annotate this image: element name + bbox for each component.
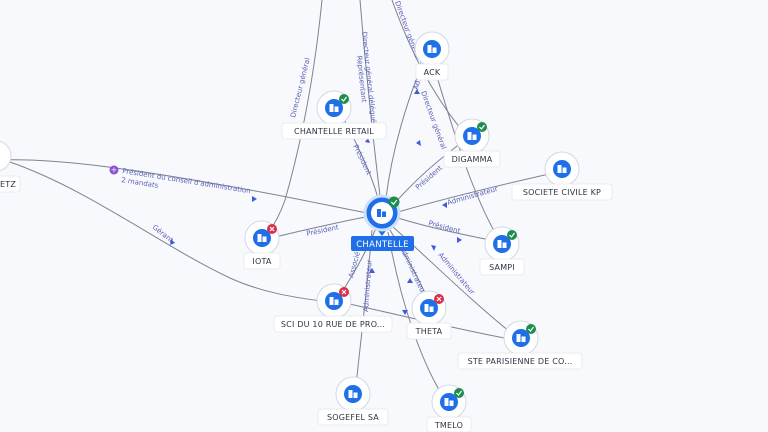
building-icon <box>512 329 530 347</box>
edge-label-associe: Associé <box>347 251 362 279</box>
node-label-ack: ACK <box>424 68 441 77</box>
arrow-6 <box>442 202 447 208</box>
node-label-person: ETZ <box>0 180 16 189</box>
arrow-1 <box>252 196 257 202</box>
building-icon <box>463 127 481 145</box>
node-tmelo[interactable]: TMELO <box>426 384 472 432</box>
arrow-10 <box>365 138 370 143</box>
edge-label-president-digamma: Président <box>414 164 444 192</box>
building-icon <box>440 393 458 411</box>
check-badge-icon <box>454 388 464 398</box>
node-label-sampi: SAMPI <box>489 263 515 272</box>
arrow-8 <box>431 245 436 251</box>
edge-label-president-retail: Président <box>351 143 373 176</box>
edge-center-iota <box>274 215 371 238</box>
node-ack[interactable]: ACK <box>414 31 450 81</box>
edge-label-administrateur-kp: Administrateur <box>446 185 498 207</box>
edge-person-sci <box>9 161 329 303</box>
edge-top-iota <box>265 0 323 237</box>
check-badge-icon <box>388 196 400 208</box>
node-sci-du-10[interactable]: SCI DU 10 RUE DE PRO... <box>273 283 393 333</box>
center-label-bg <box>351 236 414 251</box>
edge-label-administrateur-sogefel: Administrateur <box>362 259 374 312</box>
arrow-9 <box>416 140 421 146</box>
center-label[interactable]: CHANTELLE <box>356 240 409 250</box>
node-digamma[interactable]: DIGAMMA <box>443 118 501 168</box>
check-badge-icon <box>477 122 487 132</box>
node-label-chantelle-retail: CHANTELLE RETAIL <box>294 127 374 136</box>
node-theta[interactable]: THETA <box>406 290 452 340</box>
nodes[interactable]: ACK CHANTELLE RETAIL DIGAMMA <box>0 31 613 432</box>
check-badge-icon <box>526 324 536 334</box>
building-icon <box>423 40 441 58</box>
plus-glyph: + <box>111 166 118 175</box>
plus-icon[interactable] <box>109 165 119 175</box>
building-icon <box>325 292 343 310</box>
building-icon <box>325 99 343 117</box>
node-label-theta: THETA <box>415 327 443 336</box>
node-person-left[interactable]: ETZ <box>0 141 21 193</box>
center-node[interactable]: CHANTELLE <box>351 194 414 251</box>
edges <box>0 0 559 401</box>
edge-label-president-sampi: Président <box>427 219 461 235</box>
check-badge-icon <box>507 230 517 240</box>
node-ste-parisienne[interactable]: STE PARISIENNE DE CO... <box>457 320 583 370</box>
building-icon <box>253 229 271 247</box>
building-icon <box>344 385 362 403</box>
node-label-ste-parisienne: STE PARISIENNE DE CO... <box>468 357 573 366</box>
mandats-group[interactable]: + Président du conseil d'administration … <box>109 165 252 196</box>
arrow-4 <box>414 89 420 94</box>
arrow-12 <box>407 278 413 283</box>
node-societe-civile-kp[interactable]: SOCIETE CIVILE KP <box>511 151 613 201</box>
check-badge-icon <box>339 94 349 104</box>
node-label-sci-du-10: SCI DU 10 RUE DE PRO... <box>281 320 385 329</box>
node-sampi[interactable]: SAMPI <box>479 226 525 276</box>
building-icon <box>553 160 571 178</box>
edge-person-center <box>0 159 373 215</box>
edge-top-center-1 <box>359 0 381 197</box>
building-icon <box>420 299 438 317</box>
arrow-7 <box>457 237 462 243</box>
node-label-societe-civile-kp: SOCIETE CIVILE KP <box>523 188 601 197</box>
edge-center-kp <box>397 171 559 213</box>
edge-label-directeur-general: Directeur général <box>289 57 312 119</box>
node-label-iota: IOTA <box>252 257 272 266</box>
arrow-11 <box>369 268 375 273</box>
node-iota[interactable]: IOTA <box>243 220 281 270</box>
edge-label-administrateur-ste: Administrateur <box>436 251 476 296</box>
node-label-digamma: DIGAMMA <box>452 155 493 164</box>
arrow-13 <box>402 310 408 315</box>
arrow-14 <box>170 239 175 245</box>
building-icon <box>493 235 511 253</box>
node-label-sogefel: SOGEFEL SA <box>327 413 379 422</box>
edge-label-administrateur-theta: Administrateur <box>398 245 427 296</box>
node-label-tmelo: TMELO <box>434 421 463 430</box>
node-chantelle-retail[interactable]: CHANTELLE RETAIL <box>281 90 387 140</box>
node-sogefel[interactable]: SOGEFEL SA <box>317 376 389 426</box>
